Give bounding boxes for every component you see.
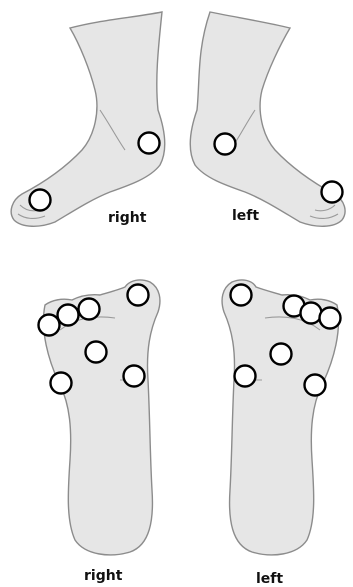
sensor-marker-right-arch [124,366,145,387]
sensor-marker-right-toe-4 [58,305,79,326]
left-foot-sole-view: left [222,280,340,587]
sensor-marker-left-big-toe [231,285,252,306]
right-side-label: right [108,210,147,226]
sensor-marker-left-arch [235,366,256,387]
sensor-marker-right-toe-side [30,190,51,211]
left-side-label: left [232,208,259,224]
sensor-marker-left-heel-side [215,134,236,155]
sensor-marker-left-toe-side [322,182,343,203]
sensor-marker-right-ball-inner [86,342,107,363]
sensor-marker-left-ball-inner [271,344,292,365]
sensor-marker-right-midfoot-outer [51,373,72,394]
right-foot-sole-view: right [39,280,160,584]
left-sole-label: left [256,571,283,587]
left-foot-side-view: left [190,12,345,226]
right-sole-label: right [84,568,123,584]
sensor-marker-right-heel-side [139,133,160,154]
sensor-marker-right-big-toe [128,285,149,306]
right-foot-side-view: right [11,12,165,226]
sensor-marker-right-toe-3 [79,299,100,320]
sensor-marker-left-midfoot-outer [305,375,326,396]
sensor-marker-right-toe-5 [39,315,60,336]
sensor-marker-left-toe-4 [301,303,322,324]
sensor-marker-left-toe-5 [320,308,341,329]
